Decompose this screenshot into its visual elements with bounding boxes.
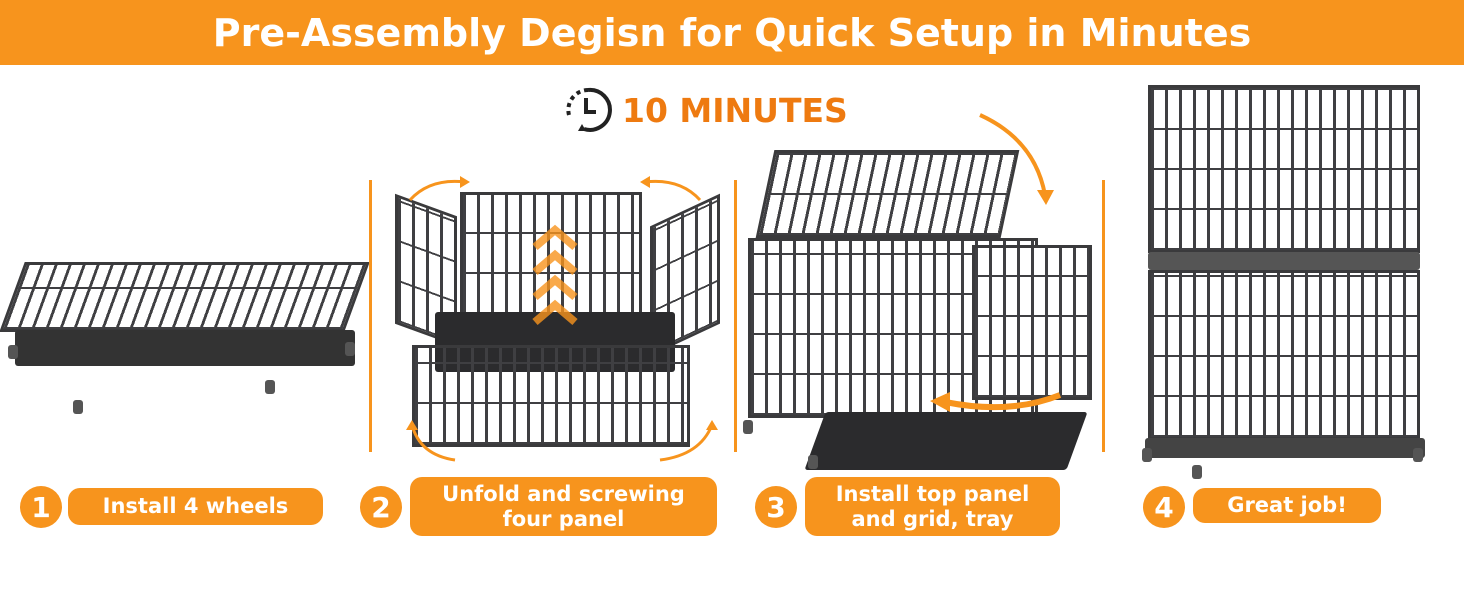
step-4-label: Great job!	[1193, 488, 1381, 523]
divider	[369, 180, 372, 452]
folded-base	[15, 330, 355, 366]
folded-panel	[0, 262, 370, 332]
wheel-icon	[73, 400, 83, 414]
rotate-arrows-icon	[406, 176, 718, 462]
base-frame	[1145, 438, 1425, 458]
crate-separator	[1148, 252, 1420, 270]
open-door	[972, 245, 1092, 400]
wheel-icon	[1142, 448, 1152, 462]
clock-icon	[566, 87, 612, 132]
timer-label: 10 MINUTES	[622, 90, 848, 130]
step-3-number: 3	[755, 486, 797, 528]
page-title: Pre-Assembly Degisn for Quick Setup in M…	[212, 10, 1252, 55]
step-2-number: 2	[360, 486, 402, 528]
wheel-icon	[345, 342, 355, 356]
divider	[1102, 180, 1105, 452]
header-banner: Pre-Assembly Degisn for Quick Setup in M…	[0, 0, 1464, 65]
wheel-icon	[8, 345, 18, 359]
front-panel	[412, 345, 690, 447]
upper-crate	[1148, 85, 1420, 253]
wheel-icon	[743, 420, 753, 434]
up-chevrons-icon	[532, 224, 578, 326]
wheel-icon	[1192, 465, 1202, 479]
step-1-number: 1	[20, 486, 62, 528]
install-arrows-icon	[930, 113, 1062, 412]
step-2-label: Unfold and screwing four panel	[410, 477, 717, 536]
wheel-icon	[808, 455, 818, 469]
step-4-number: 4	[1143, 486, 1185, 528]
wheel-icon	[1413, 448, 1423, 462]
timer-badge: 10 MINUTES	[562, 84, 848, 136]
step-1-label: Install 4 wheels	[68, 488, 323, 525]
step-3-label: Install top panel and grid, tray	[805, 477, 1060, 536]
lower-crate	[1148, 270, 1420, 440]
divider	[734, 180, 737, 452]
wheel-icon	[265, 380, 275, 394]
